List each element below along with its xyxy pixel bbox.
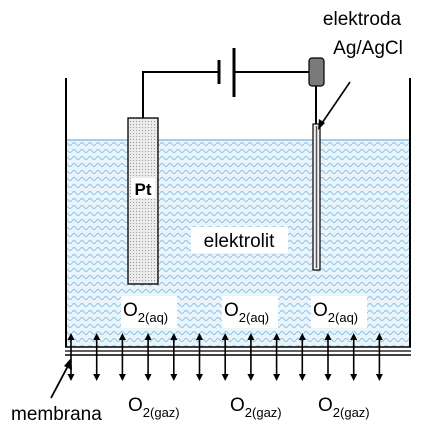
diffusion-arrow-head-down bbox=[144, 374, 152, 381]
diffusion-arrow-head-down bbox=[221, 374, 229, 381]
o2-aq-label: O2(aq) bbox=[313, 300, 358, 325]
diffusion-arrow-head-up bbox=[67, 333, 75, 340]
diffusion-arrow-head-down bbox=[247, 374, 255, 381]
diffusion-arrow-head-up bbox=[196, 333, 203, 340]
electrode-type-label: Ag/AgCl bbox=[333, 38, 403, 59]
reference-electrode bbox=[312, 123, 321, 271]
diffusion-arrow-head-up bbox=[298, 333, 306, 340]
dissolved-oxygen-group: O2(aq) O2(aq) O2(aq) bbox=[121, 296, 367, 328]
o2-aq-label: O2(aq) bbox=[224, 300, 269, 325]
gas-oxygen-group: O2(gaz) O2(gaz) O2(gaz) bbox=[128, 395, 370, 420]
diffusion-arrows bbox=[67, 333, 383, 381]
diffusion-arrow-head-down bbox=[118, 374, 126, 381]
pt-label: Pt bbox=[135, 180, 152, 199]
electrode-title-label: elektroda bbox=[323, 9, 402, 30]
diffusion-arrow-head-down bbox=[170, 374, 178, 381]
o2-gas-label: O2(gaz) bbox=[128, 395, 180, 420]
o2-aq-label: O2(aq) bbox=[123, 300, 168, 325]
diffusion-arrow-head-up bbox=[375, 333, 383, 340]
electrode-pointer-arrow bbox=[318, 81, 351, 130]
diffusion-arrow-head-down bbox=[93, 374, 101, 381]
battery-symbol bbox=[217, 48, 236, 97]
diffusion-arrow-head-down bbox=[350, 374, 358, 381]
o2-gas-label: O2(gaz) bbox=[318, 395, 370, 420]
membrane-label: membrana bbox=[11, 404, 102, 425]
diffusion-arrow-head-up bbox=[247, 333, 255, 340]
diffusion-arrow-head-down bbox=[196, 374, 203, 381]
o2-gas-label: O2(gaz) bbox=[230, 395, 282, 420]
diffusion-arrow-head-up bbox=[221, 333, 229, 340]
electrolyte-label: elektrolit bbox=[204, 231, 275, 252]
diffusion-arrow-head-down bbox=[67, 374, 75, 381]
diffusion-arrow-head-up bbox=[324, 333, 332, 340]
diffusion-arrow-head-down bbox=[298, 374, 306, 381]
diffusion-arrow-head-up bbox=[350, 333, 358, 340]
diffusion-arrow-head-up bbox=[273, 333, 281, 340]
diffusion-arrow-head-down bbox=[375, 374, 383, 381]
diffusion-arrow-head-up bbox=[118, 333, 126, 340]
diffusion-arrow-head-up bbox=[144, 333, 152, 340]
diffusion-arrow-head-up bbox=[93, 333, 101, 340]
pt-label-background bbox=[131, 178, 155, 198]
diffusion-arrow-head-up bbox=[170, 333, 178, 340]
reference-electrode-connector bbox=[308, 57, 325, 87]
circuit-wire bbox=[142, 71, 311, 118]
membrane-pointer-arrow bbox=[50, 358, 72, 399]
membrane bbox=[65, 346, 411, 356]
electrolyte-label-background bbox=[191, 227, 288, 253]
diffusion-arrow-head-down bbox=[324, 374, 332, 381]
diffusion-arrow-head-down bbox=[273, 374, 281, 381]
platinum-electrode bbox=[127, 117, 159, 285]
